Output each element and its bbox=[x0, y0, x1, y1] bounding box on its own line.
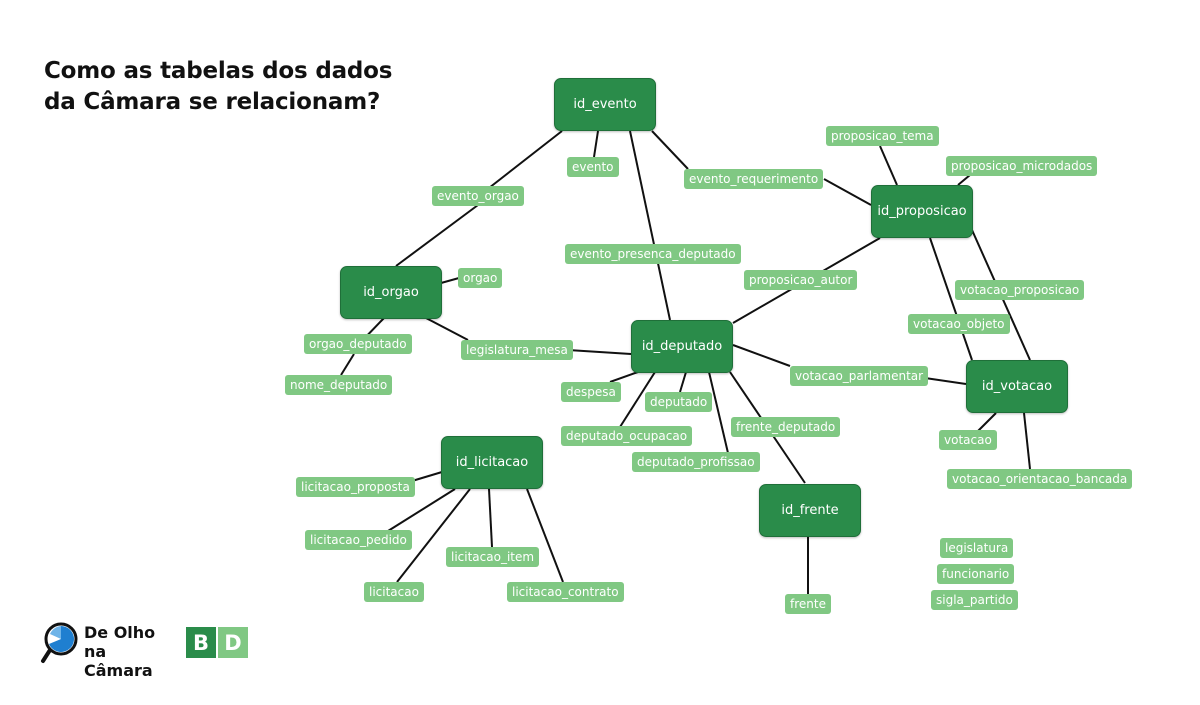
table-funcionario: funcionario bbox=[937, 564, 1015, 584]
edge-votacao-parlamentar-1 bbox=[732, 344, 791, 367]
table-votacao-proposicao: votacao_proposicao bbox=[955, 280, 1085, 300]
node-id-evento: id_evento bbox=[554, 78, 656, 131]
title-line-2: da Câmara se relacionam? bbox=[44, 89, 381, 115]
edge-licitacao bbox=[396, 488, 471, 583]
table-deputado: deputado bbox=[645, 392, 713, 412]
table-orgao: orgao bbox=[458, 268, 503, 288]
edge-legislatura-mesa bbox=[425, 317, 469, 341]
edge-proposicao-votacao-objeto bbox=[929, 237, 973, 361]
edge-evento-presenca bbox=[629, 130, 671, 321]
table-votacao: votacao bbox=[939, 430, 997, 450]
table-evento-orgao: evento_orgao bbox=[432, 186, 524, 206]
bd-letter-b: B bbox=[186, 627, 216, 658]
brand-text: De Olho na Câmara bbox=[84, 623, 180, 680]
node-id-votacao: id_votacao bbox=[966, 360, 1068, 413]
edge-deputado-profissao bbox=[708, 371, 729, 454]
edge-proposicao-tema bbox=[879, 145, 898, 186]
de-olho-na-camara-logo: De Olho na Câmara bbox=[40, 620, 180, 680]
bd-letter-d: D bbox=[218, 627, 248, 658]
table-evento: evento bbox=[567, 157, 619, 177]
edge-evento bbox=[593, 130, 599, 158]
table-licitacao-item: licitacao_item bbox=[446, 547, 540, 567]
node-id-deputado: id_deputado bbox=[631, 320, 733, 373]
edge-deputado bbox=[679, 371, 687, 393]
page-title: Como as tabelas dos dados da Câmara se r… bbox=[44, 56, 392, 118]
title-line-1: Como as tabelas dos dados bbox=[44, 58, 393, 84]
edge-requerimento-proposicao bbox=[823, 178, 872, 206]
edge-evento-requerimento bbox=[651, 130, 689, 170]
brand-line-2: na Câmara bbox=[84, 642, 153, 680]
edge-proposicao-microdados bbox=[957, 174, 971, 186]
table-proposicao-microdados: proposicao_microdados bbox=[946, 156, 1098, 176]
edge-orgao bbox=[440, 277, 460, 284]
node-id-licitacao: id_licitacao bbox=[441, 436, 543, 489]
edge-votacao-parlamentar-2 bbox=[924, 377, 967, 385]
edge-licitacao-contrato bbox=[526, 488, 564, 583]
node-id-proposicao: id_proposicao bbox=[871, 185, 973, 238]
node-id-orgao: id_orgao bbox=[340, 266, 442, 319]
edge-votacao-orientacao bbox=[1023, 412, 1031, 470]
edge-votacao bbox=[977, 412, 997, 432]
table-votacao-orientacao-bancada: votacao_orientacao_bancada bbox=[947, 469, 1133, 489]
table-licitacao-proposta: licitacao_proposta bbox=[296, 477, 415, 497]
table-proposicao-tema: proposicao_tema bbox=[826, 126, 939, 146]
edge-licitacao-item bbox=[488, 488, 493, 548]
edge-evento-orgao bbox=[479, 130, 563, 196]
magnifier-icon bbox=[41, 622, 78, 663]
edge-evento-orgao-idorgao bbox=[395, 204, 479, 267]
table-nome-deputado: nome_deputado bbox=[285, 375, 393, 395]
table-licitacao-pedido: licitacao_pedido bbox=[305, 530, 412, 550]
table-deputado-profissao: deputado_profissao bbox=[632, 452, 760, 472]
edge-deputado-ocupacao bbox=[619, 371, 656, 428]
table-evento-presenca-deputado: evento_presenca_deputado bbox=[565, 244, 741, 264]
edge-despesa bbox=[609, 371, 639, 383]
table-licitacao: licitacao bbox=[364, 582, 424, 602]
table-orgao-deputado: orgao_deputado bbox=[304, 334, 412, 354]
brand-line-1: De Olho bbox=[84, 623, 156, 642]
table-legislatura-mesa: legislatura_mesa bbox=[461, 340, 573, 360]
table-legislatura: legislatura bbox=[940, 538, 1014, 558]
edge-nome-deputado bbox=[340, 353, 355, 376]
table-evento-requerimento: evento_requerimento bbox=[684, 169, 824, 189]
table-votacao-objeto: votacao_objeto bbox=[908, 314, 1010, 334]
table-sigla-partido: sigla_partido bbox=[931, 590, 1018, 610]
node-id-frente: id_frente bbox=[759, 484, 861, 537]
table-frente: frente bbox=[785, 594, 831, 614]
table-deputado-ocupacao: deputado_ocupacao bbox=[561, 426, 693, 446]
bd-logo: B D bbox=[186, 627, 248, 658]
edge-licitacao-pedido bbox=[387, 488, 456, 532]
edge-mesa-deputado bbox=[567, 349, 632, 355]
table-licitacao-contrato: licitacao_contrato bbox=[507, 582, 624, 602]
table-votacao-parlamentar: votacao_parlamentar bbox=[790, 366, 929, 386]
table-proposicao-autor: proposicao_autor bbox=[744, 270, 858, 290]
edge-licitacao-proposta bbox=[411, 471, 443, 482]
table-frente-deputado: frente_deputado bbox=[731, 417, 841, 437]
table-despesa: despesa bbox=[561, 382, 621, 402]
